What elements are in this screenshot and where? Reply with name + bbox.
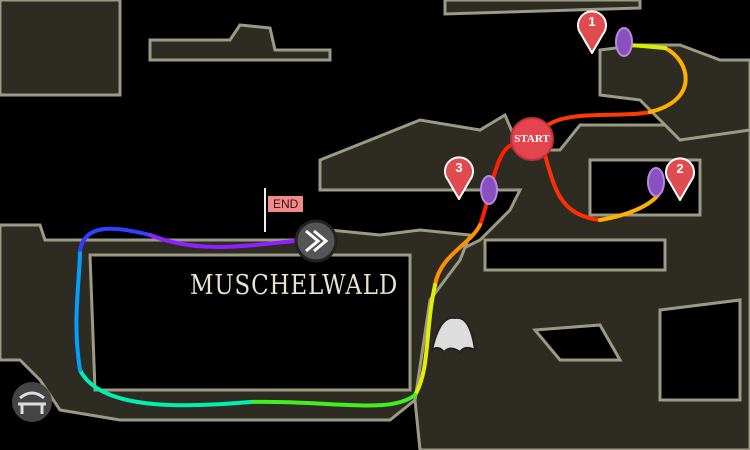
mob-icon (480, 27, 665, 205)
room (148, 23, 332, 62)
map-pin-icon (665, 157, 695, 201)
start-marker[interactable]: START (510, 117, 554, 161)
room (0, 0, 122, 97)
room (443, 0, 642, 16)
room (598, 43, 750, 142)
pin-number: 1 (588, 14, 596, 29)
map-pin-2[interactable]: 2 (665, 157, 695, 201)
map-pin-icon (444, 156, 474, 200)
map-pin-1[interactable]: 1 (577, 10, 607, 54)
map-pin-icon (577, 10, 607, 54)
end-flag[interactable]: END (268, 196, 304, 212)
map-pin-3[interactable]: 3 (444, 156, 474, 200)
pin-number: 2 (676, 161, 684, 176)
pin-number: 3 (455, 160, 463, 175)
area-name: MUSCHELWALD (190, 270, 399, 301)
ghost-icon (430, 316, 477, 354)
bench-icon (12, 382, 52, 422)
stag-station-icon (294, 219, 338, 263)
